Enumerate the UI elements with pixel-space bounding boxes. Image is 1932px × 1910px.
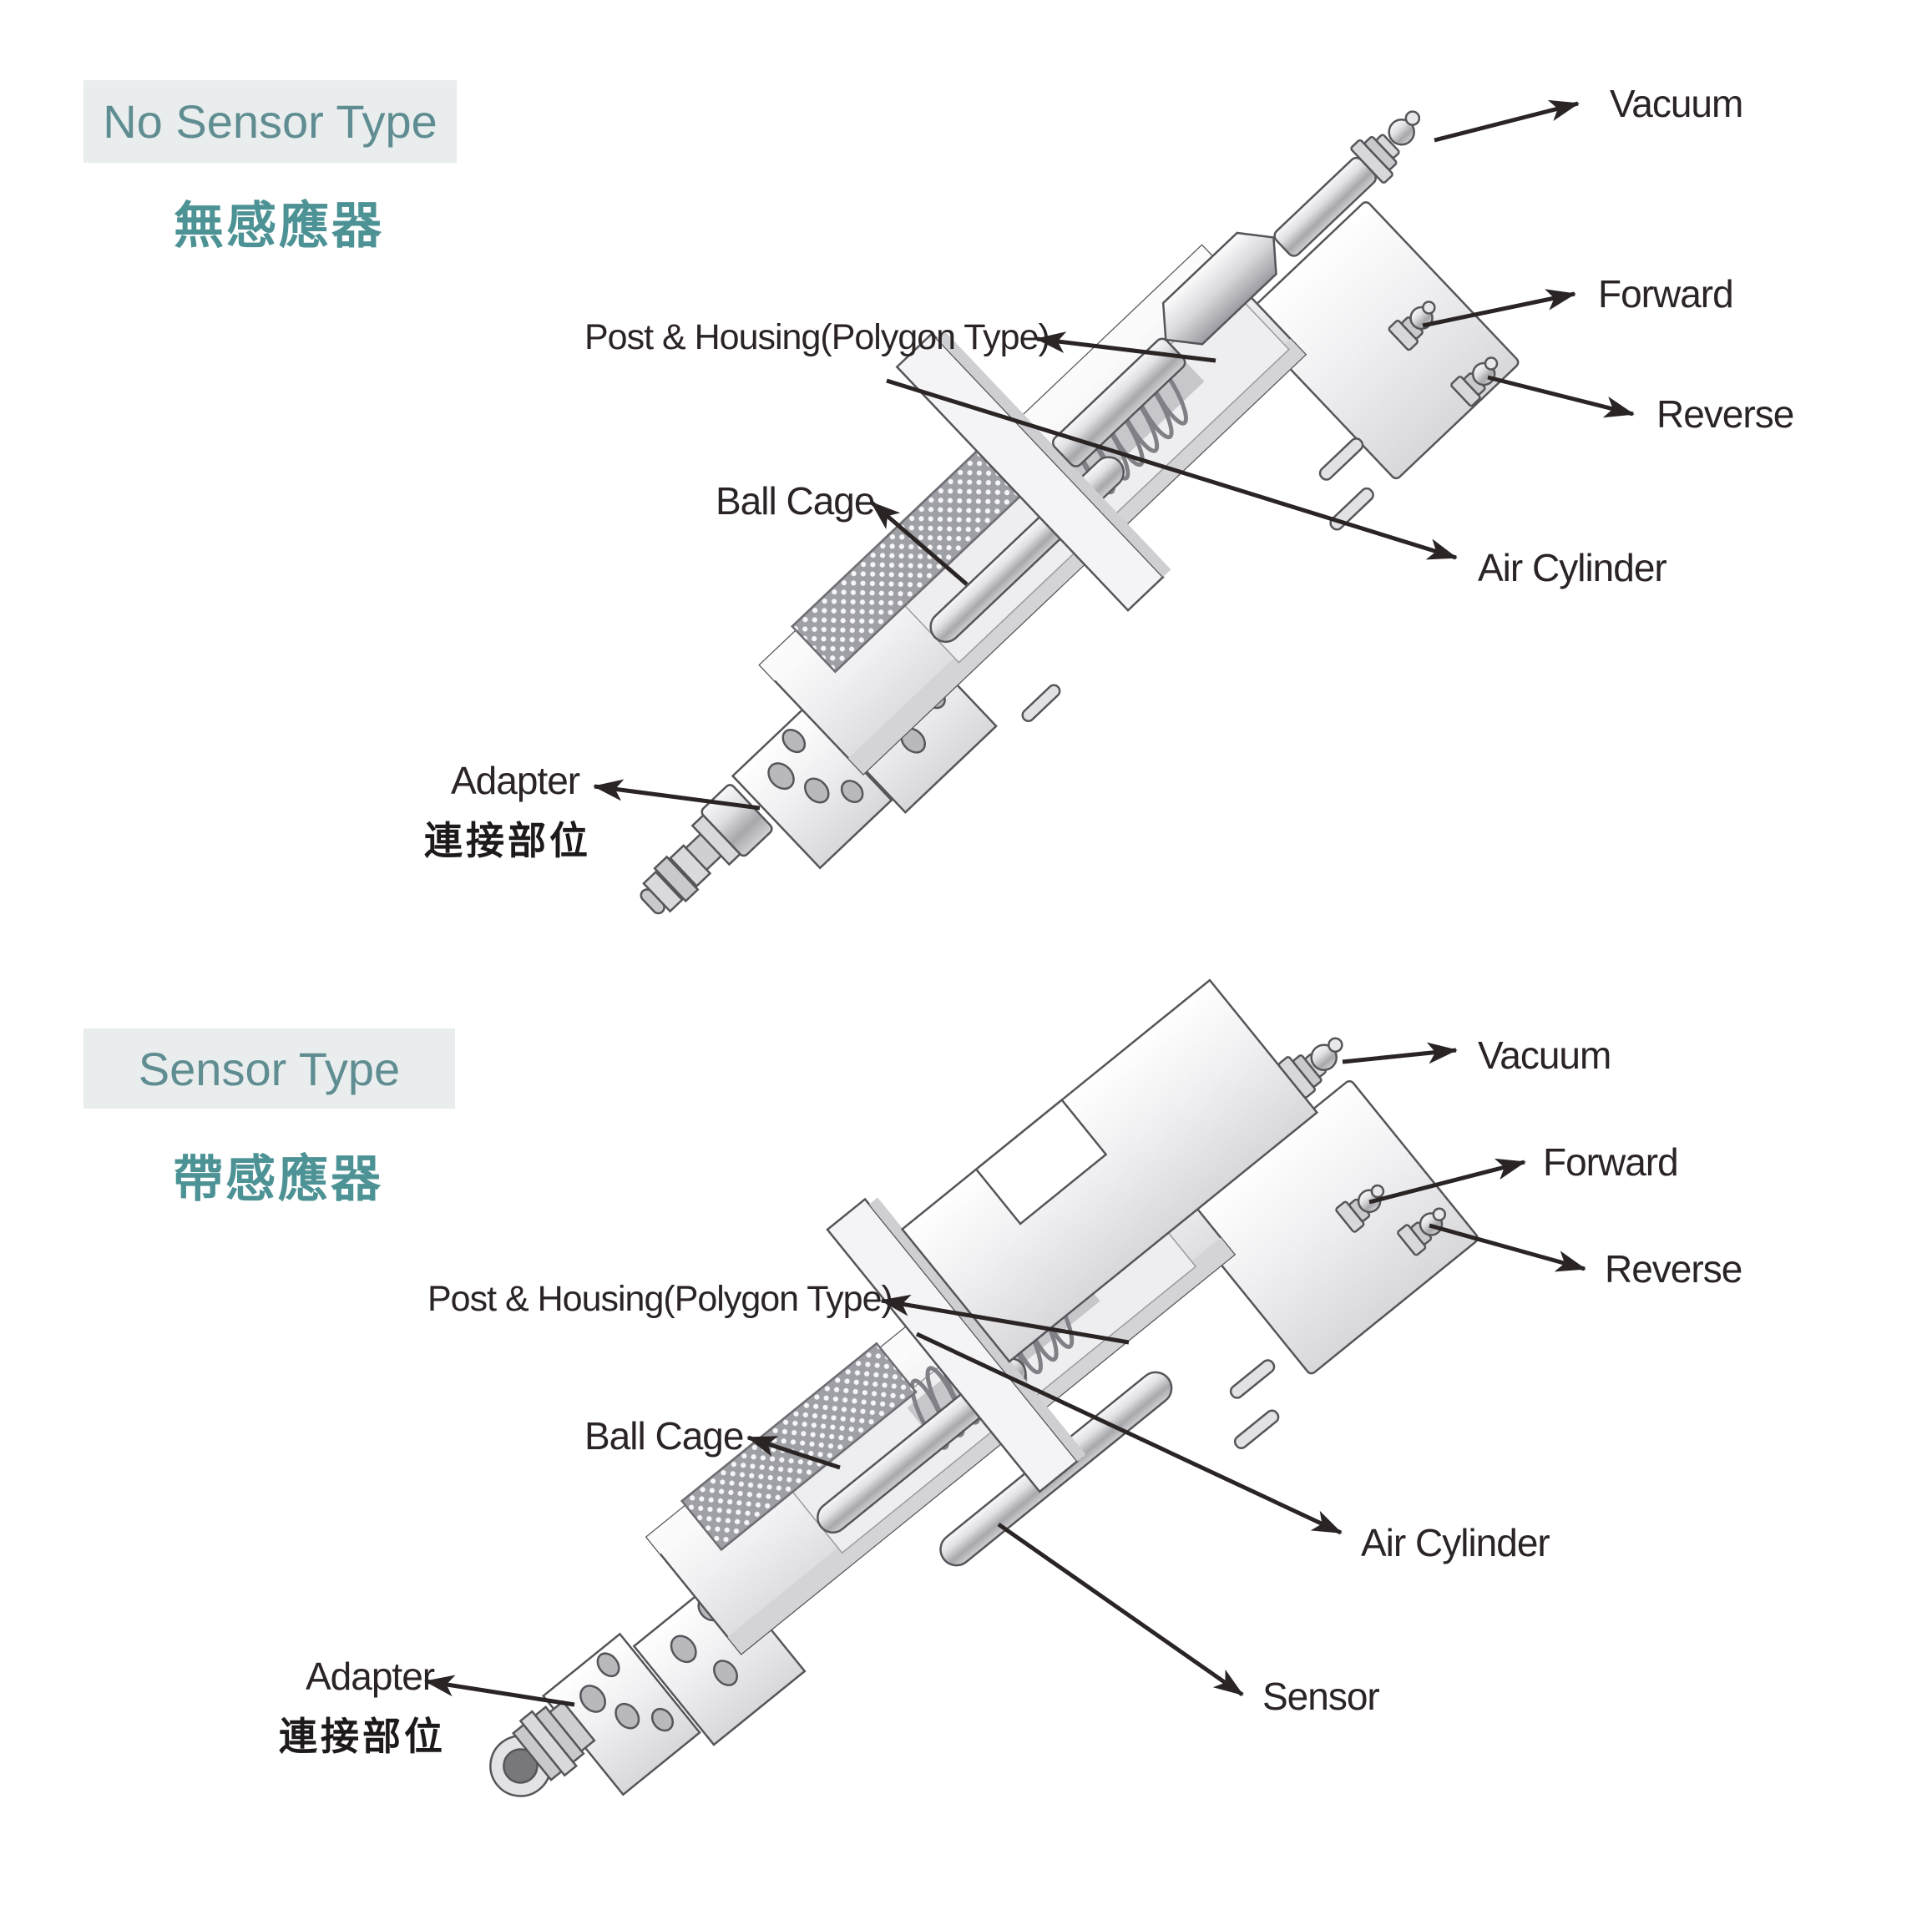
leader-adapter-top: [593, 779, 761, 811]
label-vacuum-top: Vacuum: [1610, 82, 1743, 125]
section-badge-sensor: Sensor Type: [83, 1028, 455, 1109]
label-post-housing-bottom: Post & Housing(Polygon Type): [427, 1279, 893, 1319]
leader-arrows: [424, 99, 1635, 1707]
label-adapter-top: Adapter: [451, 759, 580, 802]
leader-reverse-bottom: [1429, 1223, 1586, 1272]
label-adapter-zh-top: 連接部位: [424, 819, 591, 862]
post-housing-part: [826, 1197, 1086, 1493]
leader-reverse-top: [1487, 375, 1635, 418]
sensor-device: [489, 978, 1479, 1797]
label-reverse-top: Reverse: [1656, 392, 1794, 436]
leader-adapter-bottom: [424, 1675, 575, 1707]
vacuum-port: [1277, 1037, 1343, 1099]
sensor-housing-block: [900, 978, 1319, 1363]
label-reverse-bottom: Reverse: [1605, 1247, 1742, 1291]
adapter-part: [640, 784, 773, 915]
no-sensor-device: [640, 110, 1520, 915]
label-air-cylinder-top: Air Cylinder: [1478, 546, 1667, 589]
label-vacuum-bottom: Vacuum: [1478, 1033, 1611, 1077]
label-ball-cage-top: Ball Cage: [716, 479, 875, 523]
leader-forward-bottom: [1368, 1158, 1526, 1205]
adapter-part: [489, 1700, 596, 1797]
leader-air-cylinder-bottom: [915, 1331, 1343, 1535]
vacuum-port: [1350, 110, 1421, 184]
label-ball-cage-bottom: Ball Cage: [584, 1414, 744, 1458]
leader-vacuum-top: [1434, 99, 1580, 143]
label-adapter-bottom: Adapter: [306, 1655, 435, 1698]
label-post-housing-top: Post & Housing(Polygon Type): [584, 317, 1050, 357]
leader-air-cylinder-top: [886, 378, 1458, 560]
section-badge-no-sensor: No Sensor Type: [83, 80, 457, 163]
leader-post-housing-top: [1035, 331, 1216, 363]
section-subtitle-no-sensor: 無感應器: [174, 198, 384, 254]
leader-ball-cage-top: [870, 501, 969, 586]
section-subtitle-sensor: 帶感應器: [173, 1151, 383, 1207]
mounting-blocks: [541, 1571, 807, 1796]
label-forward-bottom: Forward: [1543, 1140, 1679, 1184]
leader-sensor-bottom: [997, 1522, 1244, 1697]
leader-vacuum-bottom: [1342, 1042, 1458, 1064]
leader-forward-top: [1422, 289, 1576, 328]
leader-ball-cage-bottom: [746, 1435, 841, 1470]
label-air-cylinder-bottom: Air Cylinder: [1361, 1521, 1550, 1564]
ball-cage-part: [680, 1342, 918, 1552]
label-forward-top: Forward: [1598, 272, 1734, 316]
label-adapter-zh-bottom: 連接部位: [279, 1715, 446, 1758]
label-sensor-bottom: Sensor: [1262, 1675, 1380, 1718]
leader-post-housing-bottom: [880, 1294, 1130, 1345]
